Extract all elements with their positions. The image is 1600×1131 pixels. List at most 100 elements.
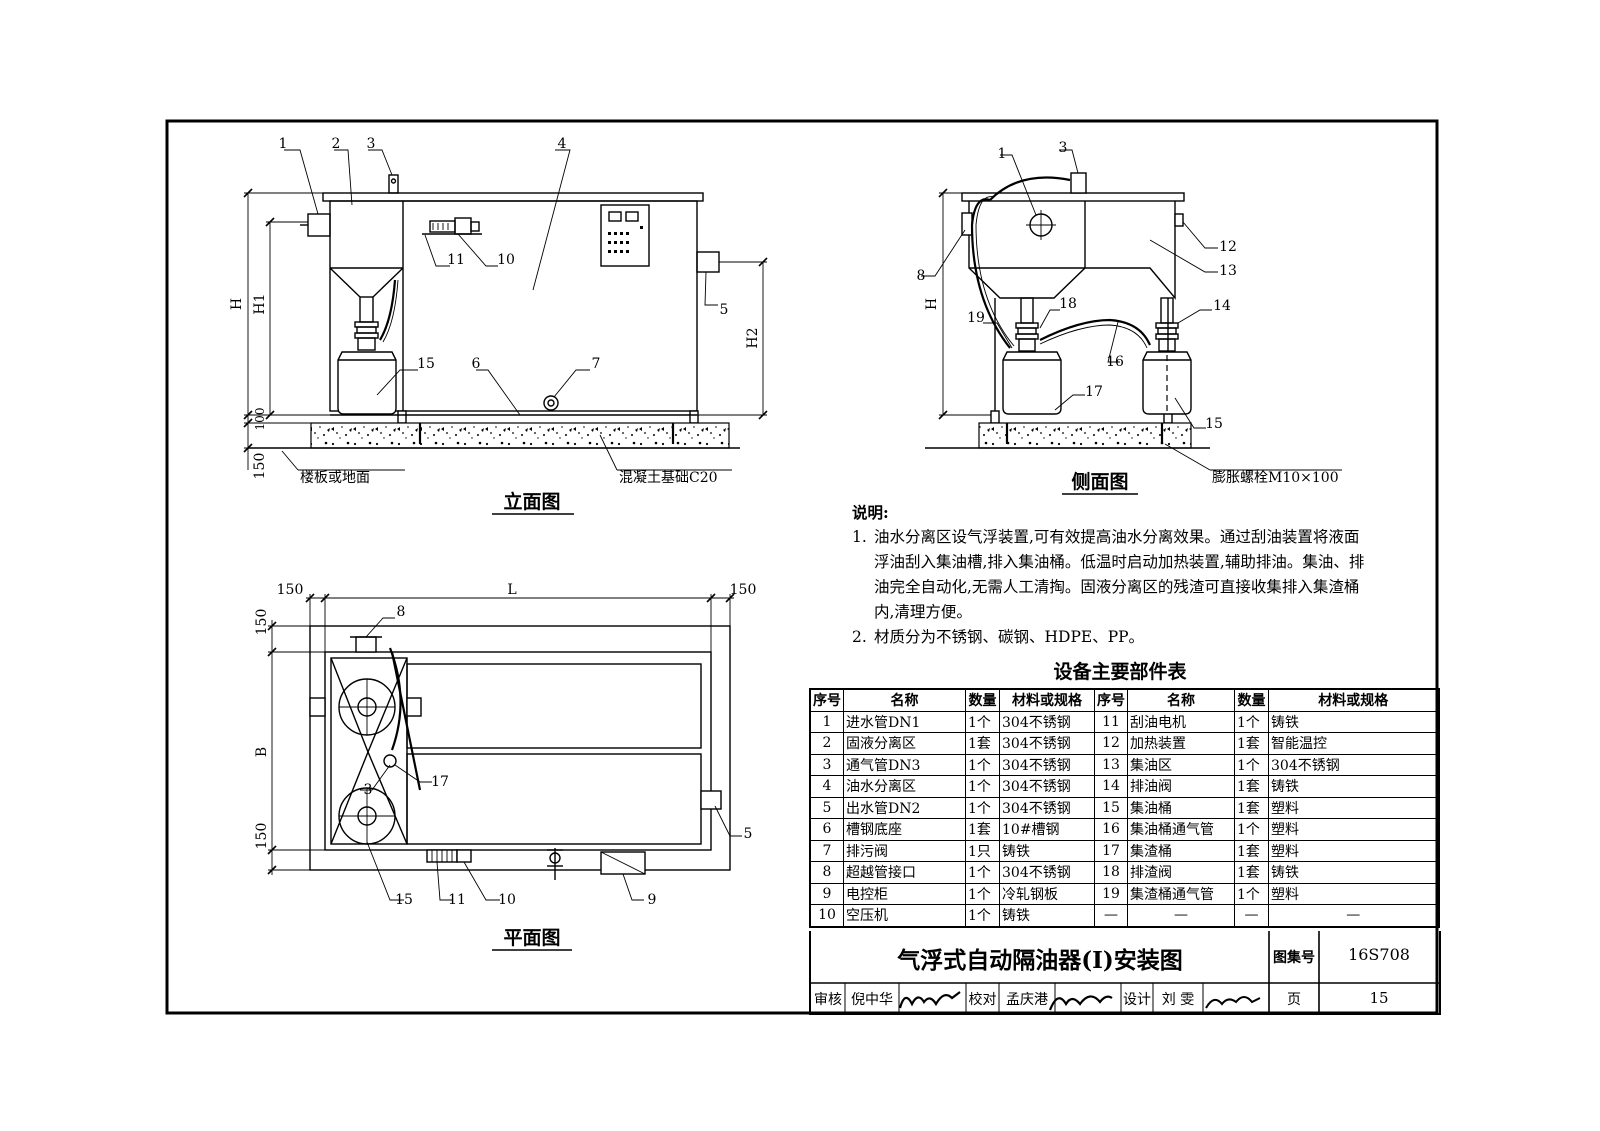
notes: 说明: 1. 油水分离区设气浮装置,可有效提高油水分离效果。通过刮油装置将液面浮… [852,500,1372,650]
table-cell: 进水管DN1 [843,710,966,733]
table-cell: 加热装置 [1127,732,1235,755]
note-text-2: 材质分为不锈钢、碳钢、HDPE、PP。 [874,628,1145,646]
table-cell: 10 [809,904,844,927]
table-cell: 3 [809,753,844,776]
plan-callout-3: 3 [364,782,373,798]
plan-dim-l: L [507,582,516,598]
designer-name: 刘 雯 [1161,992,1195,1008]
plan-callout-8: 8 [397,604,406,620]
table-cell: 1套 [1234,861,1269,884]
table-cell: 排污阀 [843,839,966,862]
table-cell: 1只 [965,839,1000,862]
table-cell: 304不锈钢 [1268,753,1439,776]
table-cell: 智能温控 [1268,732,1439,755]
side-callout-16: 16 [1106,354,1124,370]
note-item-2: 2. 材质分为不锈钢、碳钢、HDPE、PP。 [852,625,1372,650]
title-block: 气浮式自动隔油器(Ⅰ)安装图 图集号 16S708 审核 倪中华 校对 孟庆港 … [809,931,1441,1015]
atlas-label: 图集号 [1273,950,1315,966]
side-callout-13: 13 [1219,263,1237,279]
elev-callout-1: 1 [279,136,288,152]
signature-checker [1048,995,1113,1011]
table-cell: 1个 [965,775,1000,798]
table-cell: 4 [809,775,844,798]
side-callout-19: 19 [967,310,985,326]
note-text-1: 油水分离区设气浮装置,可有效提高油水分离效果。通过刮油装置将液面浮油刮入集油槽,… [874,528,1365,621]
signature-reviewer [898,991,961,1009]
elevation-labels: 1 2 3 4 10 11 15 6 7 5 H H1 H2 100 150 楼… [229,136,761,513]
table-cell: 集渣桶通气管 [1127,882,1235,905]
table-cell: 集油桶通气管 [1127,818,1235,841]
elev-callout-6: 6 [472,356,481,372]
table-cell: 11 [1094,710,1128,733]
elev-callout-11: 11 [447,252,465,268]
table-cell: 12 [1094,732,1128,755]
elev-callout-4: 4 [558,136,567,152]
table-cell: 5 [809,796,844,819]
foundation-label: 混凝土基础C20 [619,469,718,486]
plan-title: 平面图 [503,927,560,949]
table-cell: 304不锈钢 [999,775,1095,798]
drawing-title: 气浮式自动隔油器(Ⅰ)安装图 [897,947,1183,974]
table-cell: 8 [809,861,844,884]
table-cell: 排油阀 [1127,775,1235,798]
plan-dim-150-bottom: 150 [254,823,270,850]
plan-callout-10: 10 [498,892,516,908]
col-header: 数量 [965,688,1000,712]
elev-callout-2: 2 [332,136,341,152]
table-cell: 1个 [965,904,1000,927]
plan-callout-15: 15 [395,892,413,908]
plan-dim-150-left: 150 [277,582,304,598]
page-label: 页 [1287,992,1301,1008]
plan-callout-9: 9 [648,892,657,908]
table-cell: 1个 [965,882,1000,905]
table-cell: 塑料 [1268,818,1439,841]
side-callout-14: 14 [1213,298,1231,314]
side-callout-12: 12 [1219,239,1237,255]
table-cell: 7 [809,839,844,862]
elev-dim-h: H [229,298,245,310]
table-cell: 冷轧钢板 [999,882,1095,905]
table-cell: 304不锈钢 [999,710,1095,733]
table-cell: 16 [1094,818,1128,841]
note-num-2: 2. [852,628,867,646]
col-header: 数量 [1234,688,1269,712]
elev-callout-5: 5 [720,302,729,318]
table-cell: 铸铁 [999,839,1095,862]
table-cell: 2 [809,732,844,755]
table-cell: 铸铁 [1268,861,1439,884]
elev-dim-100: 100 [253,408,267,431]
side-title: 侧面图 [1071,471,1128,493]
table-cell: 1 [809,710,844,733]
check-label: 校对 [968,992,997,1008]
table-cell: 通气管DN3 [843,753,966,776]
checker-name: 孟庆港 [1006,992,1048,1008]
page-number: 15 [1369,989,1389,1007]
table-cell: 17 [1094,839,1128,862]
side-callout-8: 8 [917,268,926,284]
note-item-1: 1. 油水分离区设气浮装置,可有效提高油水分离效果。通过刮油装置将液面浮油刮入集… [852,525,1372,625]
table-cell: 排渣阀 [1127,861,1235,884]
table-cell: 1个 [1234,710,1269,733]
side-callout-15: 15 [1205,416,1223,432]
plan-callout-17: 17 [431,774,449,790]
side-callout-1: 1 [998,146,1007,162]
table-cell: — [1234,904,1269,927]
design-label: 设计 [1123,992,1151,1008]
plan-dim-b: B [254,747,270,757]
plan-callout-11: 11 [448,892,466,908]
reviewer-name: 倪中华 [851,992,893,1008]
table-cell: 1套 [1234,775,1269,798]
table-cell: 304不锈钢 [999,753,1095,776]
table-cell: 304不锈钢 [999,732,1095,755]
col-header: 材料或规格 [999,688,1095,712]
plan-callout-5: 5 [744,826,753,842]
